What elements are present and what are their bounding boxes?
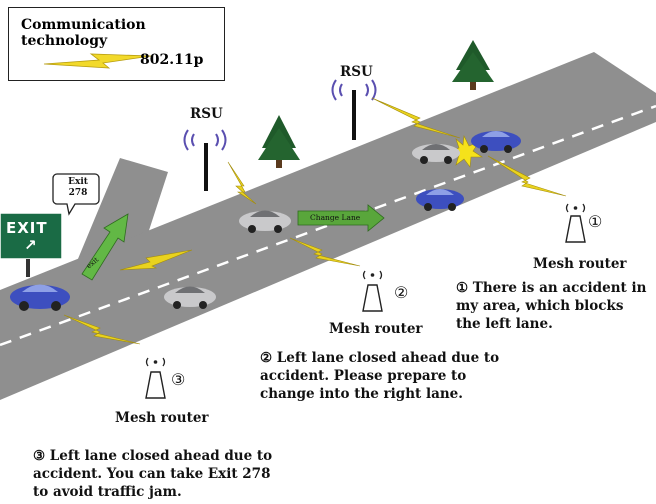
tree-icon bbox=[452, 40, 494, 90]
message-2: ② Left lane closed ahead due to accident… bbox=[260, 349, 500, 403]
exit-number-text: Exit 278 bbox=[60, 177, 96, 199]
mesh-router-label: Mesh router bbox=[329, 321, 423, 337]
tree-icon bbox=[258, 115, 300, 168]
exit-sign-text: EXIT bbox=[6, 219, 48, 237]
exit-sign-arrow-icon: ↗ bbox=[24, 236, 37, 254]
mesh-router-number: ① bbox=[588, 212, 602, 231]
mesh-router-number: ② bbox=[394, 283, 408, 302]
mesh-router-icon bbox=[363, 271, 382, 311]
mesh-router-label: Mesh router bbox=[115, 410, 209, 426]
change-lane-text: Change Lane bbox=[310, 213, 360, 222]
rsu-icon bbox=[185, 130, 226, 191]
mesh-router-icon bbox=[146, 358, 165, 398]
mesh-router-number: ③ bbox=[171, 370, 185, 389]
message-1: ① There is an accident in my area, which… bbox=[456, 279, 652, 333]
rsu-label: RSU bbox=[190, 106, 223, 122]
rsu-label: RSU bbox=[340, 64, 373, 80]
rsu-icon bbox=[333, 80, 376, 140]
message-3: ③ Left lane closed ahead due to accident… bbox=[33, 447, 281, 501]
mesh-router-icon bbox=[566, 204, 585, 242]
mesh-router-label: Mesh router bbox=[533, 256, 627, 272]
